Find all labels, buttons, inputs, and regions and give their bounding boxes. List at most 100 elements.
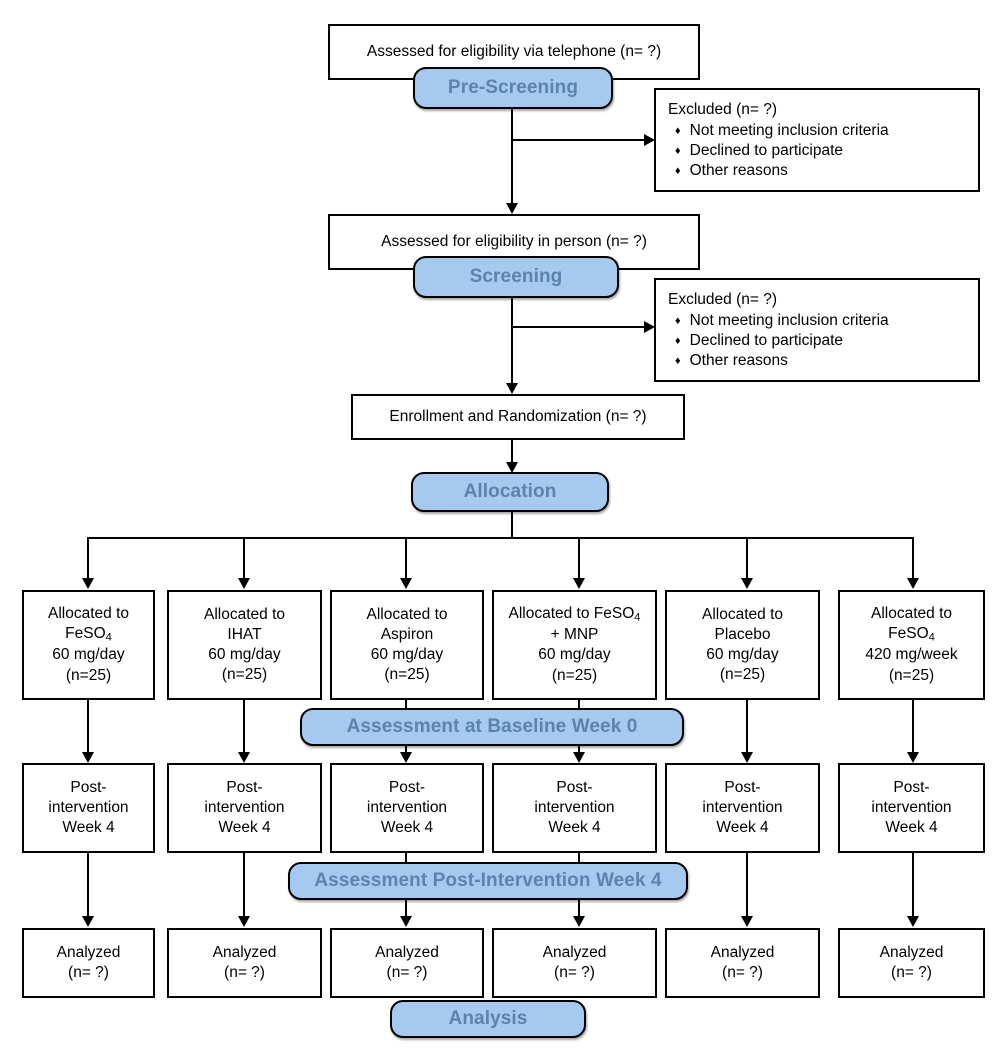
allocation-box-5-line2: FeSO4 bbox=[888, 625, 935, 644]
analyzed-box-0-line1: Analyzed bbox=[56, 943, 121, 961]
post-intervention-box-5-line2: intervention bbox=[871, 798, 952, 816]
excluded-prescreening-reason-1: ♦ Declined to participate bbox=[668, 141, 843, 161]
assessed-phone-text: Assessed for eligibility via telephone (… bbox=[366, 42, 662, 60]
analyzed-box-3-line1: Analyzed bbox=[542, 943, 607, 961]
excluded-prescreening-heading: Excluded (n= ?) bbox=[668, 101, 777, 118]
post-intervention-box-2-line2: intervention bbox=[366, 798, 448, 816]
excluded-screening-reason-0-label: Not meeting inclusion criteria bbox=[689, 312, 889, 329]
connector-allocation-bus bbox=[88, 537, 913, 539]
connector-arm-3-drop bbox=[578, 537, 580, 581]
allocation-box-4-line3: 60 mg/day bbox=[706, 646, 779, 663]
post-intervention-box-0: Post- intervention Week 4 bbox=[22, 763, 155, 853]
allocation-box-2-line3: 60 mg/day bbox=[370, 646, 444, 663]
connector-arm-5-arrow bbox=[907, 578, 919, 589]
diamond-bullet-icon: ♦ bbox=[675, 125, 681, 137]
analyzed-box-4-line1: Analyzed bbox=[710, 943, 775, 961]
excluded-prescreening-reason-2-label: Other reasons bbox=[689, 162, 788, 180]
post-intervention-box-5-line3: Week 4 bbox=[885, 819, 938, 837]
excluded-prescreening-reason-2: ♦ Other reasons bbox=[668, 161, 788, 181]
enrollment-text: Enrollment and Randomization (n= ?) bbox=[389, 407, 647, 425]
post-intervention-box-1-line1: Post- bbox=[226, 778, 263, 796]
connector-alloc-post-4 bbox=[746, 700, 748, 754]
connector-arm-0-drop bbox=[87, 537, 89, 581]
connector-post-analyzed-2-arrow bbox=[400, 916, 412, 927]
post-intervention-box-2-line1: Post- bbox=[388, 778, 426, 796]
banner-assessment-post-intervention: Assessment Post-Intervention Week 4 bbox=[288, 862, 688, 900]
post-intervention-box-4-line3: Week 4 bbox=[716, 819, 769, 837]
allocation-box-5-line4: (n=25) bbox=[888, 666, 935, 684]
diamond-bullet-icon: ♦ bbox=[675, 145, 681, 158]
allocation-box-0: Allocated to FeSO4 60 mg/day (n=25) bbox=[22, 590, 155, 700]
allocation-box-4: Allocated to Placebo 60 mg/day (n=25) bbox=[665, 590, 820, 700]
allocation-box-0-line3: 60 mg/day bbox=[52, 646, 125, 664]
analyzed-box-3-line2: (n= ?) bbox=[554, 964, 595, 981]
banner-allocation-label: Allocation bbox=[463, 481, 557, 502]
post-intervention-box-1-line3: Week 4 bbox=[218, 819, 271, 837]
post-intervention-box-0-line2: intervention bbox=[48, 798, 129, 816]
excluded-screening-reason-0: ♦ Not meeting inclusion criteria bbox=[668, 311, 889, 331]
connector-prescreening-excluded-horizontal bbox=[511, 139, 653, 141]
assessed-person-text: Assessed for eligibility in person (n= ?… bbox=[381, 232, 647, 250]
allocation-box-4-line2: Placebo bbox=[714, 625, 771, 643]
analyzed-box-3: Analyzed (n= ?) bbox=[492, 928, 657, 998]
post-intervention-box-1-line2: intervention bbox=[204, 798, 285, 816]
excluded-screening-heading: Excluded (n= ?) bbox=[668, 291, 777, 308]
banner-screening: Screening bbox=[413, 256, 619, 298]
connector-alloc-post-4-arrow bbox=[741, 752, 753, 763]
connector-screening-excluded-horizontal bbox=[511, 326, 653, 328]
diamond-bullet-icon: ♦ bbox=[675, 165, 681, 178]
connector-post-analyzed-4-arrow bbox=[741, 916, 753, 927]
analyzed-box-2: Analyzed (n= ?) bbox=[330, 928, 484, 998]
analyzed-box-0-line2: (n= ?) bbox=[68, 964, 109, 981]
connector-arm-1-arrow bbox=[238, 578, 250, 589]
connector-alloc-post-2-arrow bbox=[400, 752, 412, 763]
connector-alloc-post-3-arrow bbox=[573, 752, 585, 763]
allocation-box-5-line3: 420 mg/week bbox=[865, 646, 958, 664]
allocation-box-2-line4: (n=25) bbox=[384, 666, 430, 684]
post-intervention-box-3-line2: intervention bbox=[534, 798, 615, 816]
allocation-box-3-line2: + MNP bbox=[550, 626, 599, 644]
post-intervention-box-4-line2: intervention bbox=[702, 798, 783, 816]
allocation-box-0-line2: FeSO4 bbox=[65, 625, 112, 644]
connector-enrollment-vertical bbox=[511, 440, 513, 464]
connector-arm-2-arrow bbox=[400, 578, 412, 589]
connector-alloc-post-1-arrow bbox=[238, 752, 250, 763]
post-intervention-box-3: Post- intervention Week 4 bbox=[492, 763, 657, 853]
banner-assessment-baseline: Assessment at Baseline Week 0 bbox=[300, 708, 684, 746]
allocation-box-2: Allocated to Aspiron 60 mg/day (n=25) bbox=[330, 590, 484, 700]
connector-allocation-stem bbox=[511, 512, 513, 538]
connector-arm-5-drop bbox=[912, 537, 914, 581]
connector-alloc-post-0-arrow bbox=[82, 752, 94, 763]
post-intervention-box-4: Post- intervention Week 4 bbox=[665, 763, 820, 853]
analyzed-box-2-line1: Analyzed bbox=[375, 943, 439, 961]
excluded-prescreening-reason-0: ♦ Not meeting inclusion criteria bbox=[668, 121, 889, 141]
diamond-bullet-icon: ♦ bbox=[675, 335, 681, 348]
post-intervention-box-4-line1: Post- bbox=[724, 778, 761, 796]
excluded-prescreening-reason-0-label: Not meeting inclusion criteria bbox=[689, 122, 889, 139]
excluded-prescreening-reason-1-label: Declined to participate bbox=[689, 142, 843, 160]
analyzed-box-5-line2: (n= ?) bbox=[891, 964, 932, 981]
enrollment-randomization-box: Enrollment and Randomization (n= ?) bbox=[351, 394, 685, 440]
diamond-bullet-icon: ♦ bbox=[675, 315, 681, 327]
banner-assessment-baseline-label: Assessment at Baseline Week 0 bbox=[346, 716, 638, 737]
banner-analysis-label: Analysis bbox=[448, 1008, 528, 1029]
connector-post-analyzed-5 bbox=[912, 853, 914, 918]
allocation-box-1-line2: IHAT bbox=[227, 625, 262, 643]
banner-pre-screening-label: Pre-Screening bbox=[447, 77, 579, 98]
connector-post-analyzed-0-arrow bbox=[82, 916, 94, 927]
excluded-screening-reason-2: ♦ Other reasons bbox=[668, 351, 788, 371]
allocation-box-4-line1: Allocated to bbox=[702, 605, 783, 623]
allocation-box-2-line2: Aspiron bbox=[380, 625, 434, 643]
analyzed-box-5: Analyzed (n= ?) bbox=[838, 928, 985, 998]
connector-screening-excluded-arrow bbox=[644, 321, 655, 333]
connector-alloc-post-0 bbox=[87, 700, 89, 754]
analyzed-box-2-line2: (n= ?) bbox=[386, 964, 428, 981]
allocation-box-3-line1: Allocated to FeSO4 bbox=[508, 605, 641, 624]
allocation-box-1-line4: (n=25) bbox=[221, 666, 268, 684]
banner-analysis: Analysis bbox=[390, 1000, 586, 1038]
connector-prescreening-arrow bbox=[506, 203, 518, 214]
connector-screening-vertical bbox=[511, 298, 513, 385]
excluded-prescreening-box: Excluded (n= ?) ♦ Not meeting inclusion … bbox=[654, 88, 980, 192]
allocation-box-1: Allocated to IHAT 60 mg/day (n=25) bbox=[167, 590, 322, 700]
